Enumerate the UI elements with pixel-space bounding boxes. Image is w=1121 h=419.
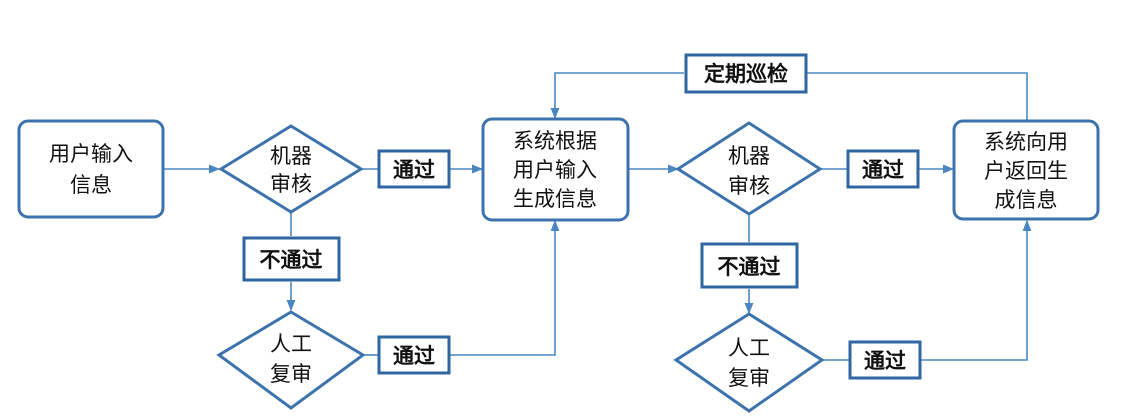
label-fail-1-box bbox=[242, 236, 341, 282]
node-manual-review-1-line-2: 复审 bbox=[270, 362, 312, 386]
node-system-return: 系统向用 户返回生 成信息 bbox=[952, 119, 1100, 221]
node-system-generate-box bbox=[481, 117, 630, 222]
node-system-generate: 系统根据 用户输入 生成信息 bbox=[481, 117, 630, 222]
label-fail-2-box bbox=[700, 242, 799, 289]
label-pass-manual-2-text: 通过 bbox=[864, 349, 906, 373]
node-system-generate-line-1: 系统根据 bbox=[513, 129, 597, 153]
node-machine-review-1-line-2: 审核 bbox=[270, 172, 312, 196]
label-pass-manual-1-text: 通过 bbox=[393, 344, 435, 368]
edge-periodic-to-generate bbox=[550, 72, 684, 120]
label-pass-1-box bbox=[377, 149, 451, 189]
node-machine-review-1-diamond bbox=[218, 124, 364, 214]
label-pass-2-text: 通过 bbox=[862, 158, 904, 182]
node-user-input-box bbox=[17, 119, 165, 219]
node-manual-review-1: 人工 复审 bbox=[216, 310, 366, 410]
label-periodic-check-text: 定期巡检 bbox=[704, 62, 788, 86]
node-machine-review-2-diamond bbox=[675, 121, 823, 216]
label-pass-2: 通过 bbox=[846, 149, 920, 189]
node-system-return-line-3: 成信息 bbox=[995, 188, 1058, 212]
node-user-input-line-1: 用户输入 bbox=[49, 142, 133, 166]
node-manual-review-2-line-2: 复审 bbox=[728, 366, 770, 390]
node-system-return-line-1: 系统向用 bbox=[984, 130, 1068, 154]
label-pass-2-box bbox=[846, 149, 920, 189]
label-fail-2-text: 不通过 bbox=[718, 255, 781, 279]
label-fail-1-text: 不通过 bbox=[260, 248, 323, 272]
node-user-input-line-2: 信息 bbox=[70, 173, 112, 197]
label-pass-manual-1-box bbox=[377, 335, 451, 375]
node-machine-review-1: 机器 审核 bbox=[218, 124, 364, 214]
node-machine-review-2-line-1: 机器 bbox=[728, 144, 770, 168]
node-system-return-box bbox=[952, 119, 1100, 221]
node-manual-review-1-diamond bbox=[216, 310, 366, 410]
edge-pass-manual1-to-generate bbox=[449, 219, 560, 356]
label-pass-manual-2-box bbox=[848, 340, 922, 380]
label-fail-2: 不通过 bbox=[700, 242, 799, 289]
edge-pass-manual2-to-return bbox=[920, 219, 1032, 361]
node-system-generate-line-3: 生成信息 bbox=[513, 187, 597, 211]
node-manual-review-2-diamond bbox=[673, 312, 825, 413]
node-manual-review-2: 人工 复审 bbox=[673, 312, 825, 413]
node-user-input: 用户输入 信息 bbox=[17, 119, 165, 219]
node-machine-review-2: 机器 审核 bbox=[675, 121, 823, 216]
label-fail-1: 不通过 bbox=[242, 236, 341, 282]
node-machine-review-2-line-2: 审核 bbox=[728, 174, 770, 198]
label-pass-manual-1: 通过 bbox=[377, 335, 451, 375]
label-periodic-check: 定期巡检 bbox=[684, 53, 808, 94]
node-system-generate-line-2: 用户输入 bbox=[513, 158, 597, 182]
label-periodic-check-box bbox=[684, 53, 808, 94]
label-pass-manual-2: 通过 bbox=[848, 340, 922, 380]
label-pass-1: 通过 bbox=[377, 149, 451, 189]
label-pass-1-text: 通过 bbox=[393, 158, 435, 182]
node-machine-review-1-line-1: 机器 bbox=[270, 144, 312, 168]
node-system-return-line-2: 户返回生 bbox=[984, 159, 1068, 183]
connectors bbox=[163, 72, 1032, 361]
edge-return-to-periodic-label bbox=[806, 72, 1028, 120]
node-manual-review-2-line-1: 人工 bbox=[728, 336, 770, 360]
node-manual-review-1-line-1: 人工 bbox=[270, 332, 312, 356]
